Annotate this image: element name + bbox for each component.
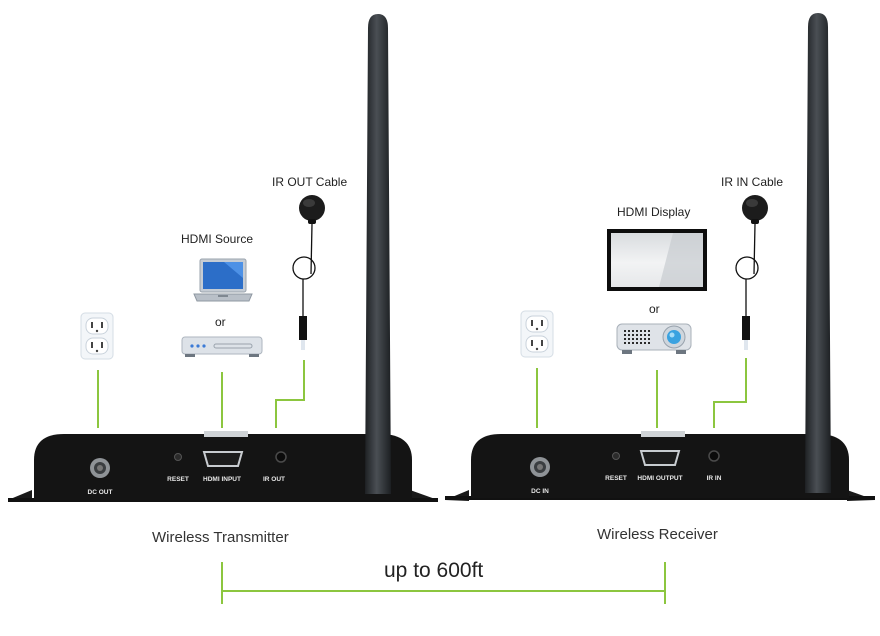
range-bracket-line (221, 590, 666, 592)
port-label-ir-out: IR OUT (262, 476, 286, 483)
port-label-hdmi-input: HDMI INPUT (203, 476, 241, 483)
ir-out-connector-line-h (275, 399, 305, 401)
hdmi-source-label: HDMI Source (181, 232, 254, 246)
outlet-connector-line (97, 370, 99, 428)
ir-in-connector-line-v2 (713, 401, 715, 428)
ir-out-cable-label: IR OUT Cable (272, 175, 348, 189)
outlet-connector-line (536, 368, 538, 428)
port-label-hdmi-output: HDMI OUTPUT (637, 475, 683, 482)
port-label-reset-rx: RESET (605, 475, 627, 482)
receiver-device (445, 431, 875, 501)
range-bracket-left (221, 562, 223, 604)
power-outlet-icon (520, 310, 554, 358)
or-label-source: or (215, 315, 226, 329)
ir-in-connector-line-v1 (745, 358, 747, 402)
range-label: up to 600ft (384, 559, 484, 582)
ir-out-connector-line-v1 (303, 360, 305, 400)
ir-receiver-icon (735, 195, 768, 350)
receiver-caption: Wireless Receiver (597, 526, 718, 543)
antenna-icon (805, 13, 831, 493)
display-connector-line (656, 370, 658, 428)
media-player-icon (181, 336, 263, 357)
hdmi-display-label: HDMI Display (617, 205, 691, 219)
or-label-display: or (649, 302, 660, 316)
monitor-icon (607, 229, 707, 291)
transmitter-device (8, 431, 438, 502)
range-bracket-right (664, 562, 666, 604)
laptop-icon (193, 258, 253, 302)
power-outlet-icon (80, 312, 114, 360)
projector-icon (616, 323, 692, 354)
source-connector-line (221, 372, 223, 428)
port-label-dc-out: DC OUT (87, 489, 113, 496)
port-label-reset-tx: RESET (167, 476, 189, 483)
port-label-dc-in: DC IN (531, 488, 549, 495)
antenna-icon (365, 14, 391, 494)
ir-in-connector-line-h (713, 401, 747, 403)
transmitter-caption: Wireless Transmitter (152, 529, 289, 546)
port-label-ir-in: IR IN (706, 475, 722, 482)
ir-emitter-icon (292, 195, 325, 350)
ir-out-connector-line-v2 (275, 399, 277, 428)
ir-in-cable-label: IR IN Cable (721, 175, 784, 189)
